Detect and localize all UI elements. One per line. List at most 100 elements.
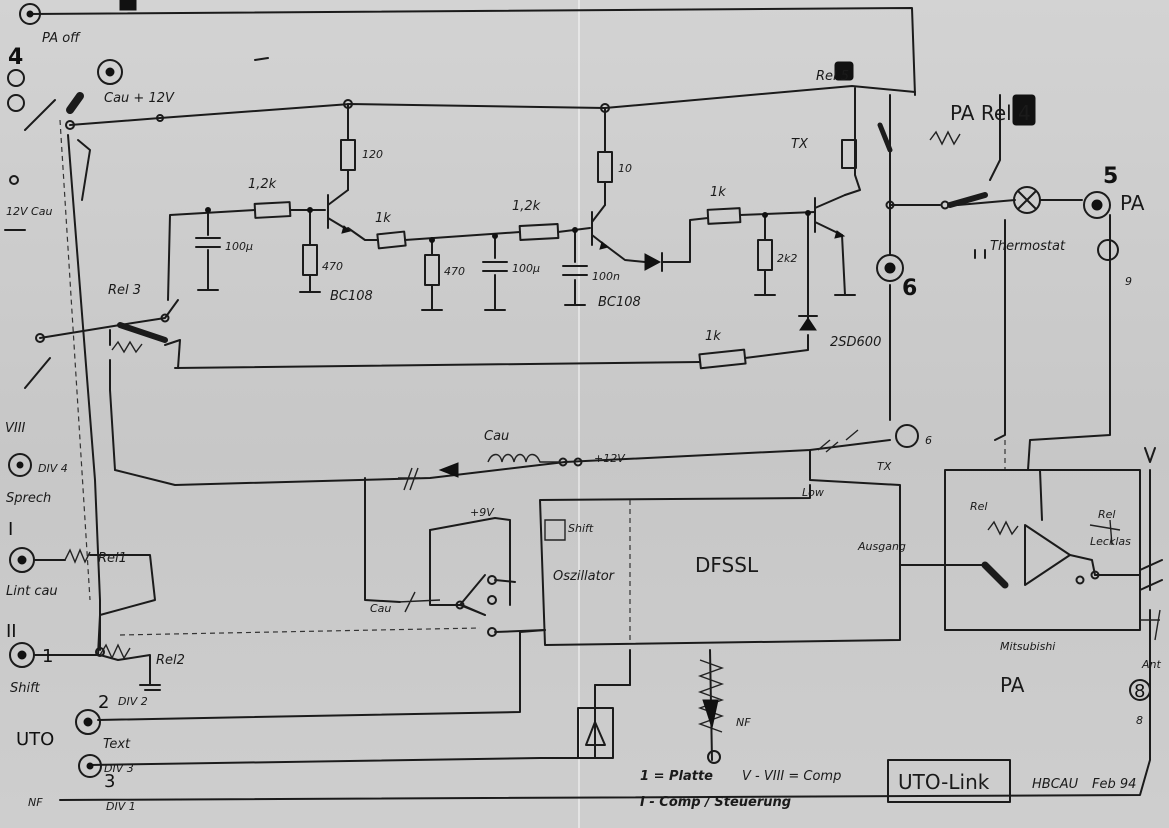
wire-div1 [59, 609, 1151, 801]
label-c-100n: 100n [592, 270, 620, 283]
label-cau-low: Cau [370, 602, 391, 615]
wire-diode-1k [661, 217, 709, 263]
wire-rel1 [34, 554, 156, 656]
ground-symbols [4, 229, 161, 691]
label-date: Feb 94 [1092, 777, 1136, 792]
wire-pa-left [994, 219, 1006, 441]
label-rel-pa2: Rel [1098, 508, 1115, 521]
transistor-bc108-a [327, 189, 352, 234]
label-r-470-a: 470 [322, 260, 343, 273]
wire-ant [1094, 469, 1151, 591]
label-pa: PA [1120, 191, 1145, 215]
coil-rel3 [111, 340, 143, 354]
switch-top-left [24, 99, 56, 131]
wire-osc-sw2 [494, 579, 516, 583]
label-r-1k-a: 1k [375, 211, 391, 226]
wire-t1-emitter [347, 227, 379, 241]
label-nf-left: NF [28, 796, 43, 809]
cau-coils [397, 429, 859, 613]
wire-pa-right [1027, 214, 1111, 471]
wire-dfssl-box [539, 449, 901, 646]
label-div4: DIV 4 [38, 462, 68, 475]
resistor-2k2 [757, 239, 773, 271]
relay-mark-5 [834, 61, 854, 81]
box-pa-mitsubishi [944, 469, 1141, 631]
wire-input [167, 209, 256, 301]
label-12v-mid: +12V [594, 452, 626, 465]
label-c-100u-a: 100µ [225, 240, 253, 253]
switch-oscillator [459, 574, 486, 616]
capacitor-100n [562, 265, 588, 276]
wire-mid-rail [114, 439, 891, 486]
wire-t3-collector [844, 87, 861, 196]
coil-pa-rel-inner [987, 520, 1019, 536]
wire-top-pa-off [29, 7, 916, 96]
label-roman-vii: VIII [5, 421, 26, 436]
label-12v-cau: 12V Cau [6, 205, 52, 218]
label-pa-big: PA [1000, 673, 1025, 697]
switch-top-blade [66, 92, 84, 114]
antenna-lines [1139, 559, 1163, 591]
resistor-1k-c [698, 348, 747, 370]
label-mitsubishi: Mitsubishi [1000, 640, 1055, 653]
wire-t3-emitter [834, 234, 856, 296]
switch-rel5-blade [877, 122, 893, 153]
label-num-8: 8 [1134, 681, 1145, 702]
switch-rel3-blade [117, 322, 168, 343]
label-num-6b: 6 [925, 434, 932, 447]
cap-cau-low [397, 591, 441, 613]
label-plus-9v: +9V [470, 506, 495, 519]
label-pa-rel-4: PA Rel 4 [950, 101, 1031, 125]
triangle-small [585, 721, 606, 746]
wire-osc-sw3 [494, 629, 546, 633]
relay5-coil [841, 139, 857, 169]
socket-shift [9, 642, 35, 668]
label-num-8b: 8 [1136, 714, 1143, 727]
coil-cau-mid [487, 453, 560, 463]
label-num-4: 4 [8, 45, 23, 70]
label-rel1: Rel1 [98, 551, 127, 566]
label-rel2: Rel2 [156, 653, 185, 668]
wire-470a-gnd [299, 274, 321, 293]
wire-1k-to-1k2 [404, 231, 521, 241]
relay-switches [24, 92, 1009, 616]
socket-pa [1083, 191, 1111, 219]
title-box [887, 759, 1011, 803]
label-rel-pa: Rel [970, 500, 987, 513]
transistor-bc108-b [591, 204, 610, 250]
label-lecklas: Lecklas [1090, 535, 1131, 548]
junction-dots [9, 99, 1100, 657]
label-tx: TX [791, 137, 809, 152]
antenna-icon [1144, 447, 1156, 463]
capacitors [195, 237, 588, 276]
relay-coils [64, 130, 1019, 660]
wire-rel3-coil [109, 329, 116, 471]
label-r-470-b: 470 [444, 265, 465, 278]
shift-box [544, 519, 566, 541]
scribble-dash [254, 57, 269, 61]
resistor-470-a [302, 244, 318, 276]
label-thermostat: Thermostat [990, 239, 1066, 254]
cap-mid-rail [398, 467, 420, 491]
socket-nf [707, 750, 721, 764]
diode-1 [644, 252, 663, 272]
tick-thermo [974, 249, 986, 259]
labels: PA off Cau + 12V 4 Rel 5 PA Rel 4 TX PA … [5, 31, 1161, 813]
resistor-1k-a [376, 230, 407, 250]
wire-left-vertical [67, 134, 101, 651]
switch-pa-rel-out [981, 561, 1009, 589]
wire-pot [77, 139, 91, 201]
switch-pa-rel-blade [947, 192, 988, 208]
label-num-1: 1 [42, 646, 53, 667]
thermostat-lamp [1013, 186, 1041, 214]
socket-pa-off [19, 3, 41, 25]
label-r-120: 120 [362, 148, 383, 161]
wire-2k2 [754, 214, 776, 296]
label-nf-mid: NF [736, 716, 751, 729]
label-legend-3: I - Comp / Steuerung [640, 795, 791, 810]
resistor-1-2k-a [253, 201, 292, 219]
label-ausgang: Ausgang [857, 540, 906, 553]
socket-6 [876, 254, 904, 282]
label-c-100u-b: 100µ [512, 262, 540, 275]
